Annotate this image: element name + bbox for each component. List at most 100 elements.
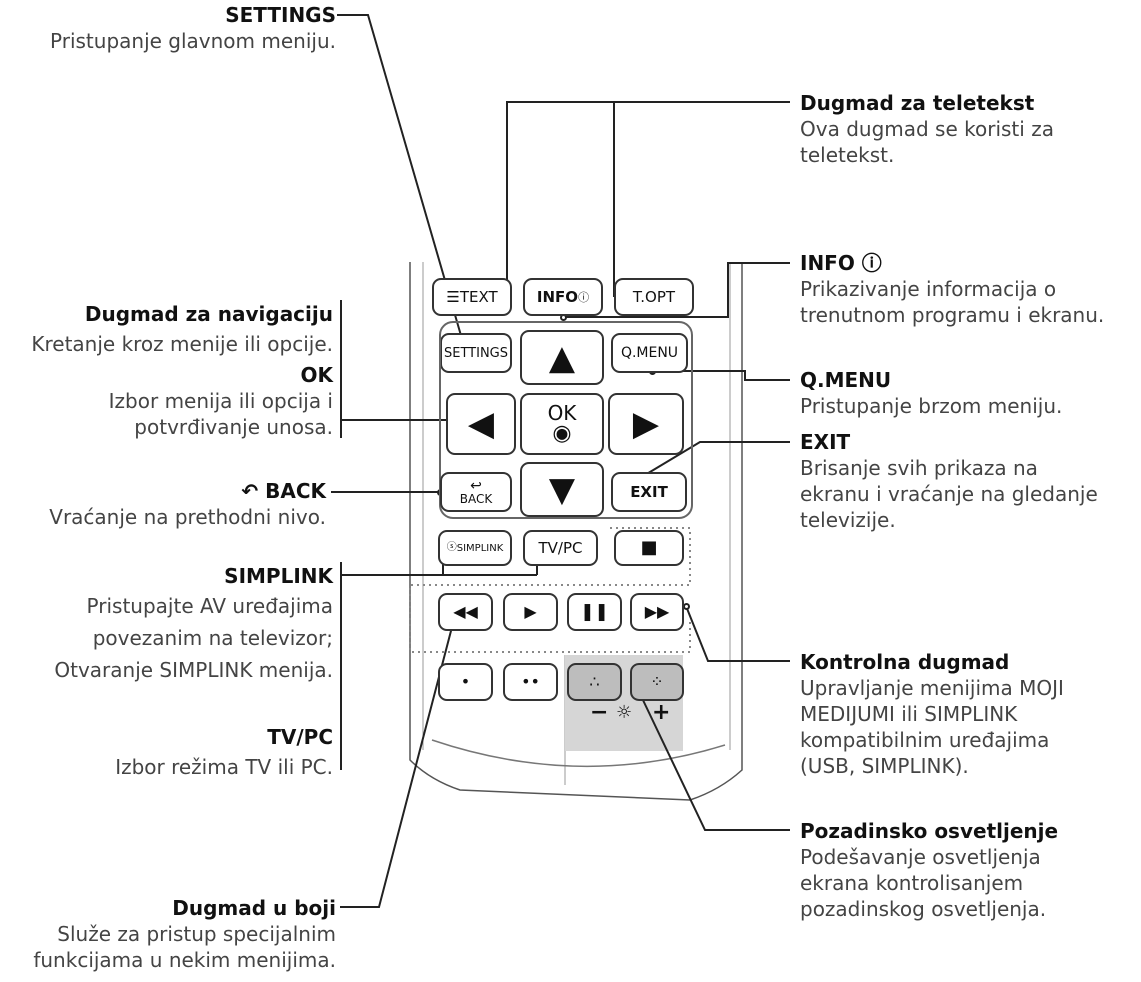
arrow-right-icon: ▶ [632,404,660,444]
tvpc-button[interactable]: TV/PC [523,530,598,566]
stop-button[interactable]: ■ [614,530,684,566]
ok-circle-icon: ◉ [552,421,572,446]
control-line [685,605,790,662]
arrow-left-icon: ◀ [467,404,495,444]
pause-button[interactable]: ❚❚ [567,593,622,631]
color-button-3[interactable]: ∴ [567,663,622,701]
label-control: Kontrolna dugmad Upravljanje menijima MO… [800,649,1130,779]
navigation-title: Dugmad za navigaciju [84,302,333,326]
backlight-minus[interactable]: − [590,700,609,725]
exit-title: EXIT [800,430,851,454]
label-info: INFO ⓘ Prikazivanje informacija o trenut… [800,250,1140,328]
backlight-line [641,697,790,831]
remote-body [409,262,743,801]
info-desc-1: Prikazivanje informacija o [800,277,1057,301]
info-title: INFO ⓘ [800,251,882,275]
ok-desc-2: potvrđivanje unosa. [134,415,333,439]
label-tvpc: TV/PC Izbor režima TV ili PC. [0,724,333,780]
navigation-desc: Kretanje kroz menije ili opcije. [31,332,333,356]
color-buttons-title: Dugmad u boji [172,896,336,920]
back-arrow-icon: ↶ [241,479,259,503]
color-button-4[interactable]: ⁘ [630,663,684,701]
control-desc-3: kompatibilnim uređajima [800,728,1050,752]
topt-button[interactable]: T.OPT [614,278,694,316]
backlight-plus[interactable]: + [652,700,671,725]
simplink-desc-1: Pristupajte AV uređajima [86,594,333,618]
remote-bottom-curve [431,739,726,767]
three-dots-icon: ∴ [589,672,600,691]
back-arrow-icon: ↩ [470,478,482,494]
two-dots-icon: •• [521,672,540,691]
label-settings: SETTINGS Pristupanje glavnom meniju. [6,2,336,54]
color-buttons-line [340,626,453,908]
ok-desc-1: Izbor menija ili opcija i [108,389,333,413]
exit-desc-1: Brisanje svih prikaza na [800,456,1038,480]
settings-title: SETTINGS [225,3,336,27]
fastforward-button[interactable]: ▶▶ [630,593,684,631]
color-button-2[interactable]: •• [503,663,558,701]
backlight-desc-1: Podešavanje osvetljenja [800,845,1041,869]
four-dots-icon: ⁘ [650,672,664,691]
color-buttons-desc-1: Služe za pristup specijalnim [57,922,336,946]
control-title: Kontrolna dugmad [800,650,1010,674]
play-button[interactable]: ▶ [503,593,558,631]
right-button[interactable]: ▶ [608,393,684,455]
brightness-icon: ☼ [616,702,633,723]
simplink-icon: ⓢ [446,542,457,553]
label-navigation: Dugmad za navigaciju Kretanje kroz menij… [0,301,333,357]
qmenu-button[interactable]: Q.MENU [611,333,688,373]
control-desc-1: Upravljanje menijima MOJI [800,676,1064,700]
exit-desc-3: televizije. [800,508,896,532]
ok-title: OK [300,363,334,387]
label-back: ↶ BACK Vraćanje na prethodni nivo. [0,478,326,530]
text-button[interactable]: ☰TEXT [432,278,512,316]
pause-icon: ❚❚ [580,601,609,622]
simplink-desc-2: povezanim na televizor; [92,626,333,650]
play-icon: ▶ [524,602,537,621]
label-exit: EXIT Brisanje svih prikaza na ekranu i v… [800,429,1140,533]
rewind-icon: ◀◀ [453,602,478,621]
label-ok: OK Izbor menija ili opcija i potvrđivanj… [0,362,333,440]
down-button[interactable]: ▼ [520,462,604,517]
rewind-button[interactable]: ◀◀ [438,593,493,631]
up-button[interactable]: ▲ [520,330,604,385]
back-desc: Vraćanje na prethodni nivo. [49,505,326,529]
control-dotted-region [409,527,691,653]
label-color-buttons: Dugmad u boji Služe za pristup specijaln… [0,895,336,973]
label-simplink: SIMPLINK Pristupajte AV uređajima poveza… [0,563,333,683]
exit-line [644,441,790,476]
arrow-down-icon: ▼ [548,469,576,510]
list-icon: ☰ [446,287,460,306]
info-desc-2: trenutnom programu i ekranu. [800,303,1105,327]
settings-line [337,14,463,340]
qmenu-title: Q.MENU [800,368,892,392]
exit-button[interactable]: EXIT [611,472,687,512]
fastforward-icon: ▶▶ [644,602,670,621]
back-button[interactable]: ↩ BACK [440,472,512,512]
control-desc-4: (USB, SIMPLINK). [800,754,969,778]
teletext-line [506,101,790,297]
tvpc-title: TV/PC [267,725,333,749]
backlight-desc-2: ekrana kontrolisanjem [800,871,1024,895]
stop-icon: ■ [640,537,658,558]
left-button[interactable]: ◀ [446,393,516,455]
simplink-title: SIMPLINK [224,564,333,588]
teletext-desc-2: teletekst. [800,143,895,167]
one-dot-icon: • [460,672,471,691]
color-button-1[interactable]: • [438,663,493,701]
label-qmenu: Q.MENU Pristupanje brzom meniju. [800,367,1130,419]
arrow-up-icon: ▲ [548,337,576,378]
color-buttons-desc-2: funkcijama u nekim menijima. [33,948,336,972]
settings-button[interactable]: SETTINGS [440,333,512,373]
ok-button[interactable]: OK ◉ [520,393,604,455]
control-dot [683,603,690,610]
backlight-desc-3: pozadinskog osvetljenja. [800,897,1047,921]
settings-desc: Pristupanje glavnom meniju. [50,29,336,53]
exit-desc-2: ekranu i vraćanje na gledanje [800,482,1098,506]
simplink-desc-3: Otvaranje SIMPLINK menija. [54,658,333,682]
back-title: ↶ BACK [241,479,326,503]
